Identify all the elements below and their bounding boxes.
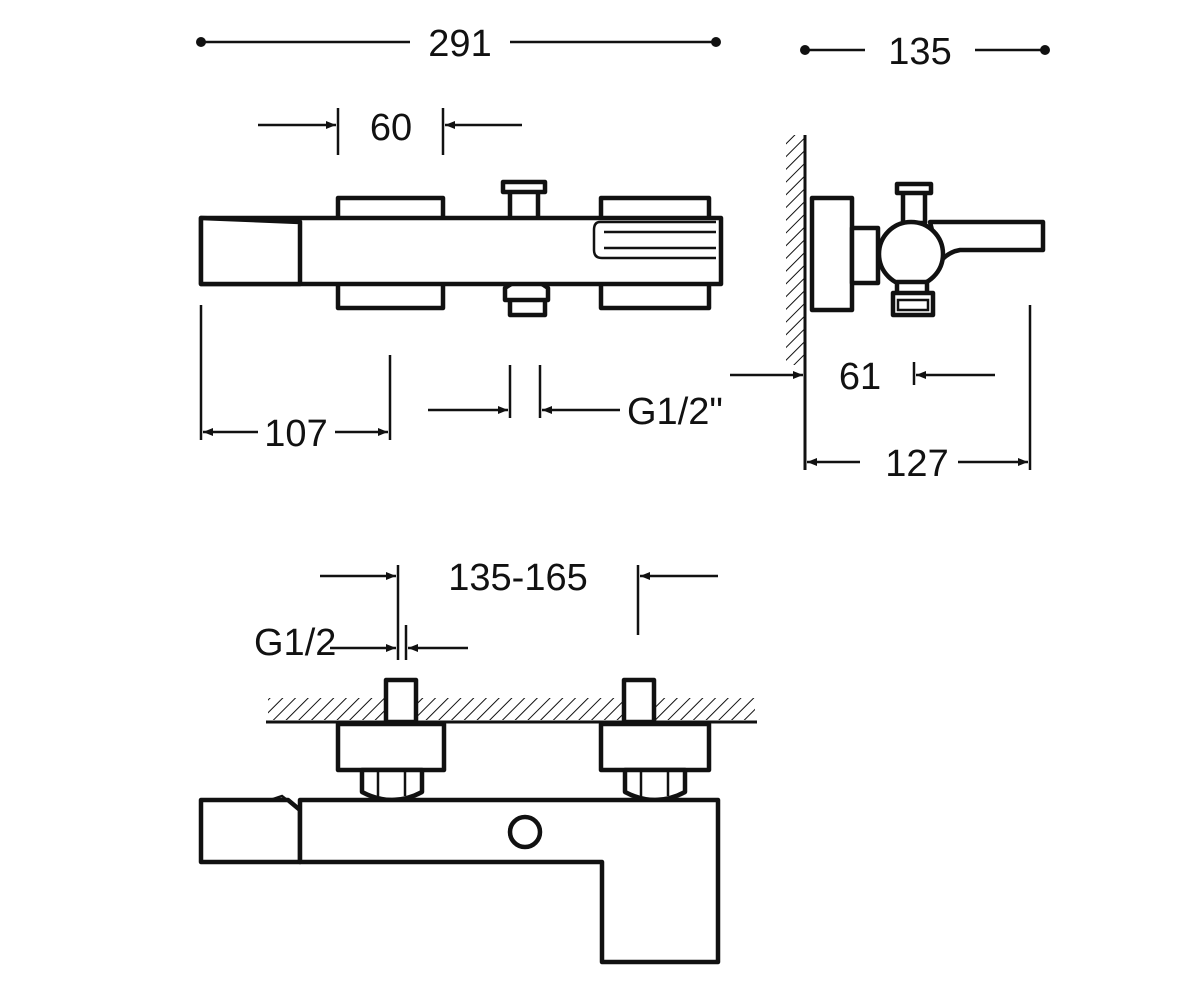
dim-body-width: 60 <box>258 107 522 155</box>
front-view-body <box>198 179 724 318</box>
dim-side-projection: 127 <box>807 305 1032 485</box>
dim-inlet-spacing: 135-165 <box>320 557 718 660</box>
side-depth-label: 135 <box>888 31 951 73</box>
dim-inlet-thread: G1/2 <box>254 622 468 664</box>
top-view-body <box>198 794 721 965</box>
wall-offset-label: 61 <box>839 356 881 398</box>
side-view: 135 61 <box>730 31 1050 485</box>
spout-length-label: 107 <box>264 413 327 455</box>
front-view: 291 60 <box>196 23 724 455</box>
inlet-thread-label: G1/2 <box>254 622 336 664</box>
dim-spout-length: 107 <box>199 305 392 455</box>
dim-overall-length: 291 <box>196 23 721 65</box>
overall-length-label: 291 <box>428 23 491 65</box>
outlet-thread-label: G1/2" <box>627 391 723 433</box>
side-wall <box>786 135 807 470</box>
dim-outlet-thread: G1/2" <box>428 365 723 433</box>
dim-side-depth: 135 <box>800 31 1050 73</box>
top-wall <box>266 698 757 724</box>
top-view-connectors <box>335 677 712 803</box>
top-view: 135-165 G1/2 <box>198 557 757 965</box>
inlet-spacing-label: 135-165 <box>448 557 587 599</box>
body-width-label: 60 <box>370 107 412 149</box>
side-view-body <box>809 181 1046 318</box>
side-projection-label: 127 <box>885 443 948 485</box>
dim-wall-offset: 61 <box>730 356 995 398</box>
